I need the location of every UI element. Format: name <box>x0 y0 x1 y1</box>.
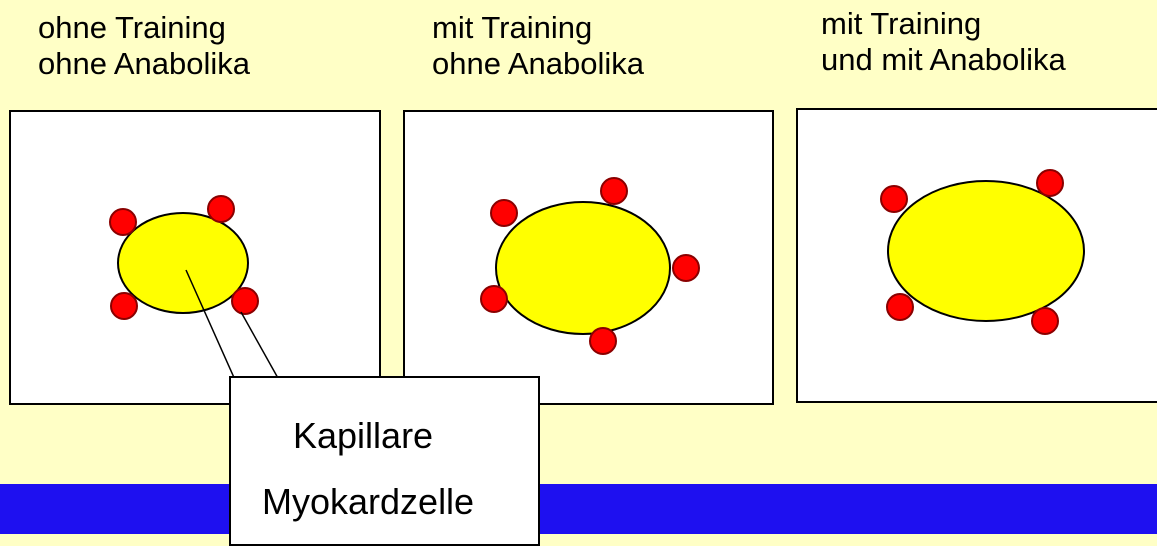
panel-1-heading: ohne Training ohne Anabolika <box>38 10 250 82</box>
panel-2-heading-line-1: mit Training <box>432 10 593 45</box>
panel-3-heading-line-2: und mit Anabolika <box>821 42 1066 77</box>
panel-1-diagram <box>109 195 259 320</box>
capillary-icon <box>1036 169 1064 197</box>
capillary-icon <box>231 287 259 315</box>
capillary-icon <box>886 293 914 321</box>
myocyte-icon <box>117 212 249 314</box>
capillary-icon <box>110 292 138 320</box>
bottom-band <box>0 484 1157 534</box>
legend-capillary-label: Kapillare <box>293 415 434 456</box>
capillary-icon <box>672 254 700 282</box>
panel-3-diagram <box>880 169 1085 335</box>
legend-myocyte-label: Myokardzelle <box>262 481 475 522</box>
panel-2-diagram <box>480 177 700 355</box>
capillary-icon <box>490 199 518 227</box>
capillary-icon <box>109 208 137 236</box>
capillary-icon <box>600 177 628 205</box>
capillary-icon <box>480 285 508 313</box>
capillary-icon <box>589 327 617 355</box>
capillary-icon <box>207 195 235 223</box>
myocyte-icon <box>495 201 671 335</box>
myocyte-icon <box>887 180 1085 322</box>
panel-2-heading-line-2: ohne Anabolika <box>432 46 645 81</box>
panel-3-heading: mit Training und mit Anabolika <box>821 6 1066 78</box>
legend-box: Kapillare Myokardzelle <box>229 376 540 546</box>
capillary-icon <box>1031 307 1059 335</box>
panel-1-heading-line-1: ohne Training <box>38 10 226 45</box>
capillary-icon <box>880 185 908 213</box>
panel-3-heading-line-1: mit Training <box>821 6 982 41</box>
panel-1-heading-line-2: ohne Anabolika <box>38 46 251 81</box>
diagram-layer <box>109 169 1085 457</box>
panel-2-heading: mit Training ohne Anabolika <box>432 10 644 82</box>
